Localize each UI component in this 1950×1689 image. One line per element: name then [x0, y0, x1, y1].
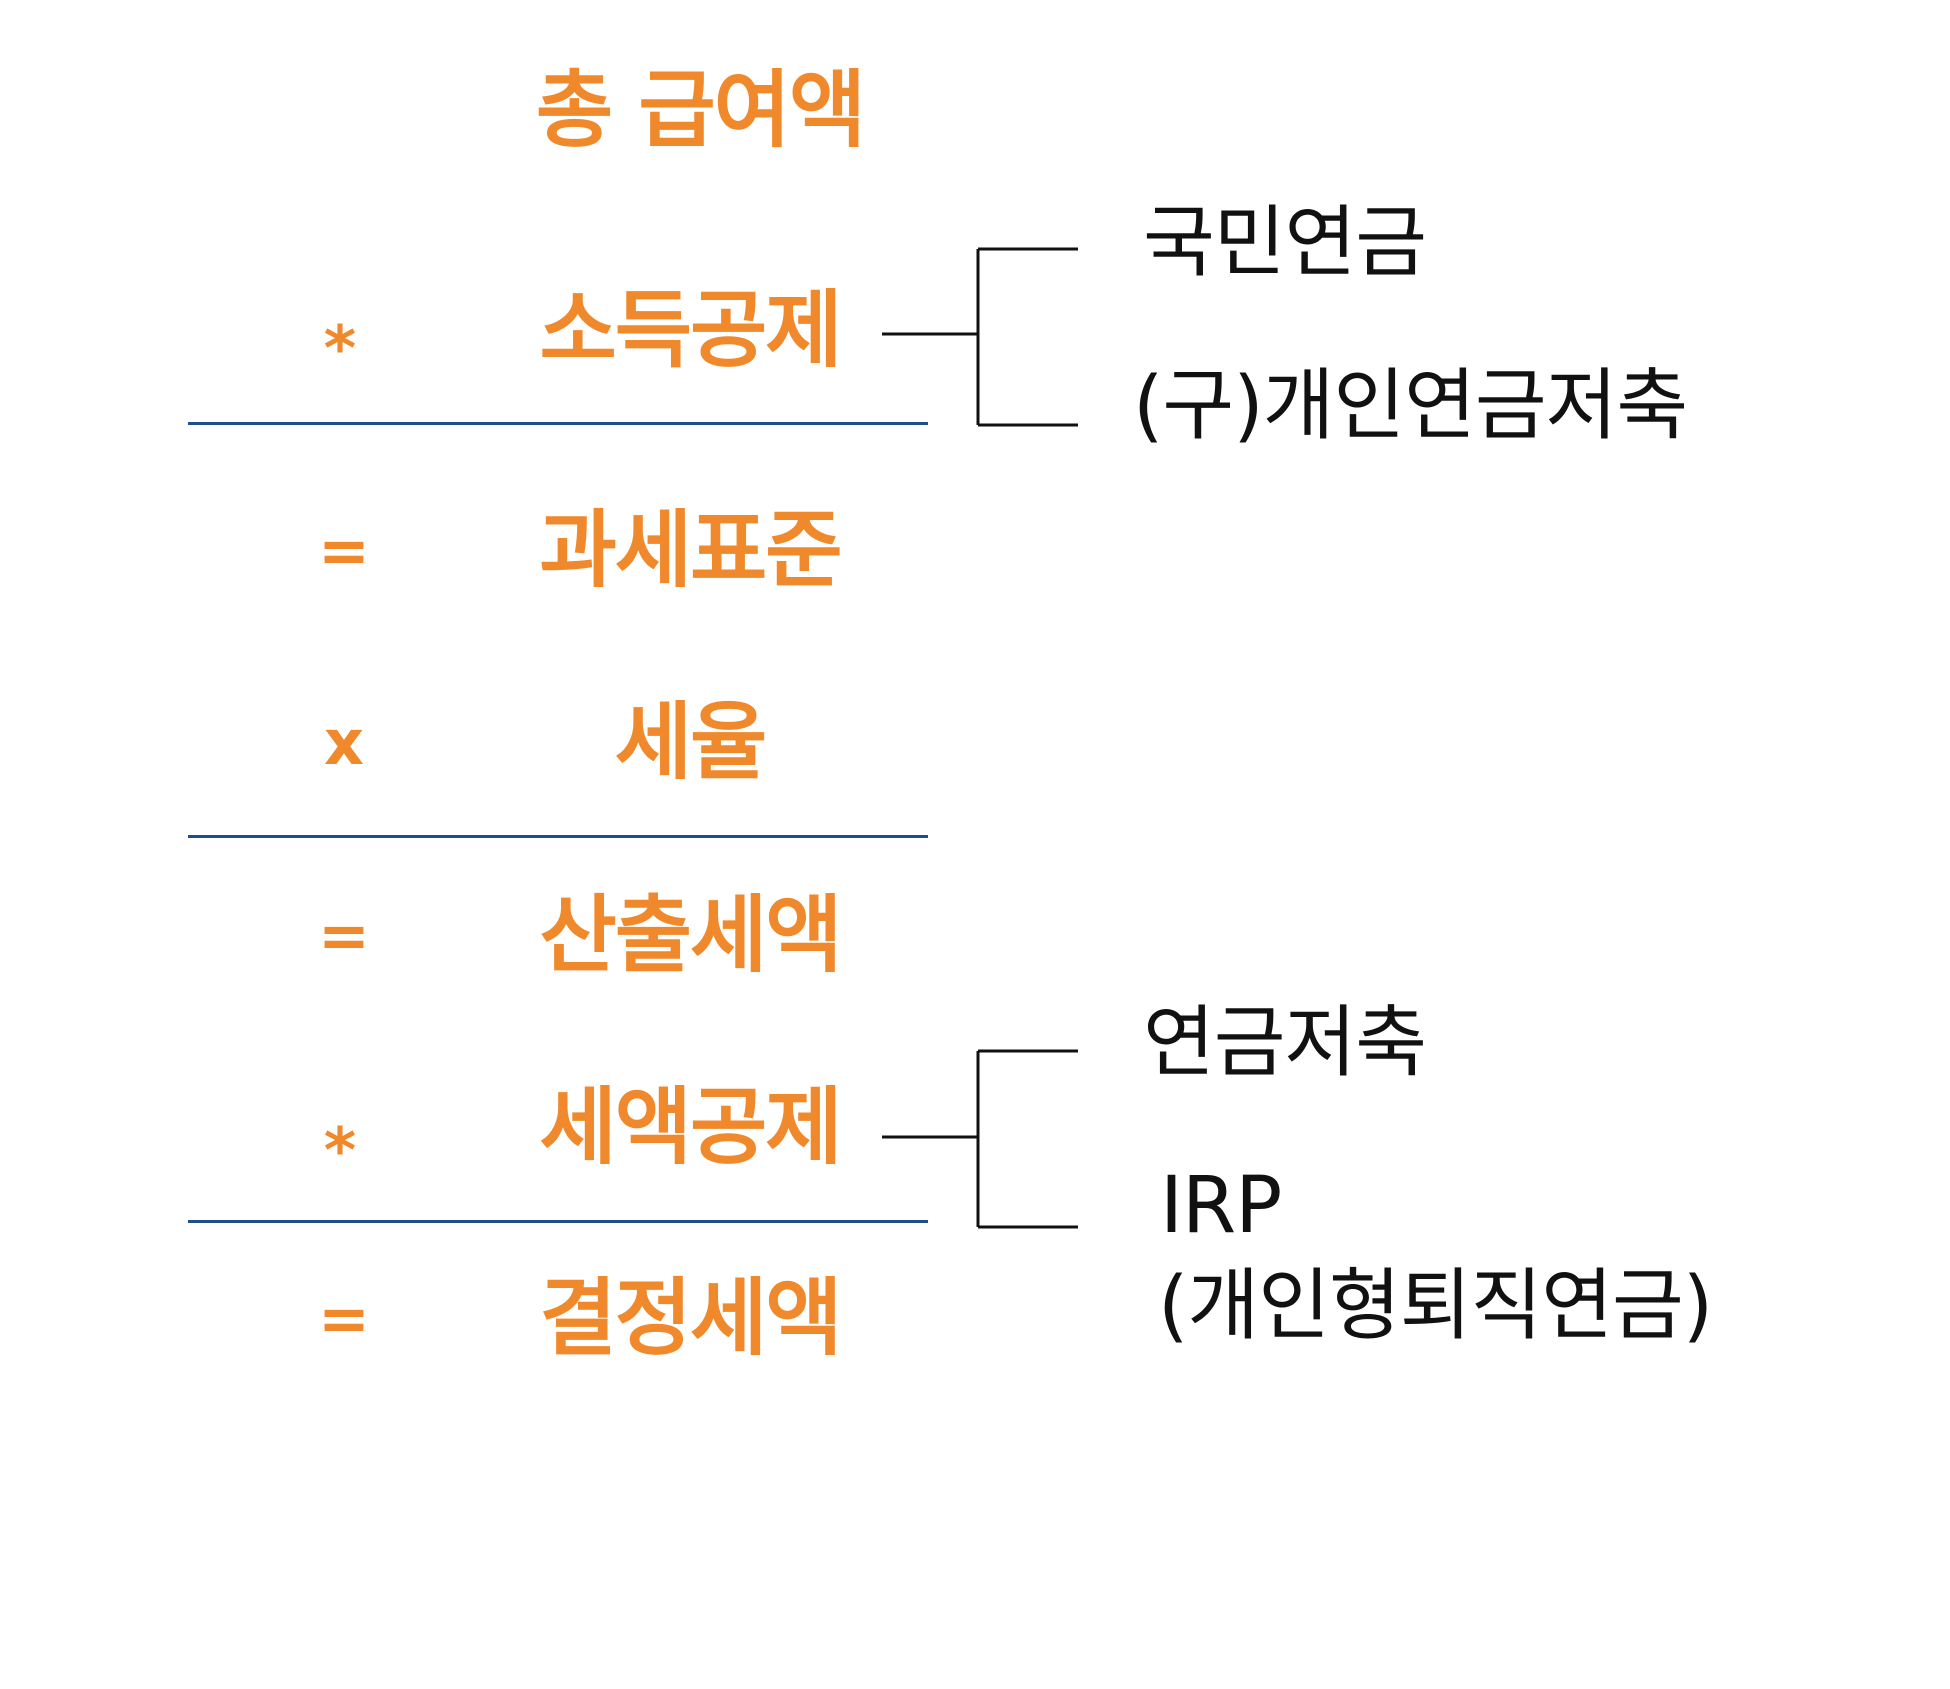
tax-rate-operator: x — [324, 706, 364, 779]
pension-savings-item: 연금저축 — [1143, 998, 1427, 1088]
irp-item-line-1: IRP — [1160, 1161, 1282, 1251]
calculated-tax-label: 산출세액 — [539, 886, 842, 984]
calculated-tax-operator: = — [318, 899, 370, 972]
tax-credit-bracket — [882, 1049, 1078, 1229]
income-deduction-label: 소득공제 — [539, 281, 842, 379]
old-personal-pension-savings-item: (구)개인연금저축 — [1133, 361, 1688, 451]
tax-base-operator: = — [318, 514, 370, 587]
gross-pay-label: 총 급여액 — [535, 61, 866, 159]
tax-rate-label: 세율 — [614, 693, 768, 791]
income-deduction-operator: * — [323, 312, 357, 385]
determined-tax-operator: = — [318, 1282, 370, 1355]
divider-line-3 — [188, 1220, 928, 1223]
divider-line-2 — [188, 835, 928, 838]
determined-tax-label: 결정세액 — [539, 1269, 842, 1367]
tax-credit-operator: * — [323, 1114, 357, 1187]
divider-line-1 — [188, 422, 928, 425]
income-deduction-bracket — [882, 247, 1078, 427]
tax-base-label: 과세표준 — [539, 501, 842, 599]
national-pension-item: 국민연금 — [1143, 198, 1427, 288]
irp-item-line-2: (개인형퇴직연금) — [1158, 1261, 1713, 1351]
tax-credit-label: 세액공제 — [539, 1078, 842, 1176]
